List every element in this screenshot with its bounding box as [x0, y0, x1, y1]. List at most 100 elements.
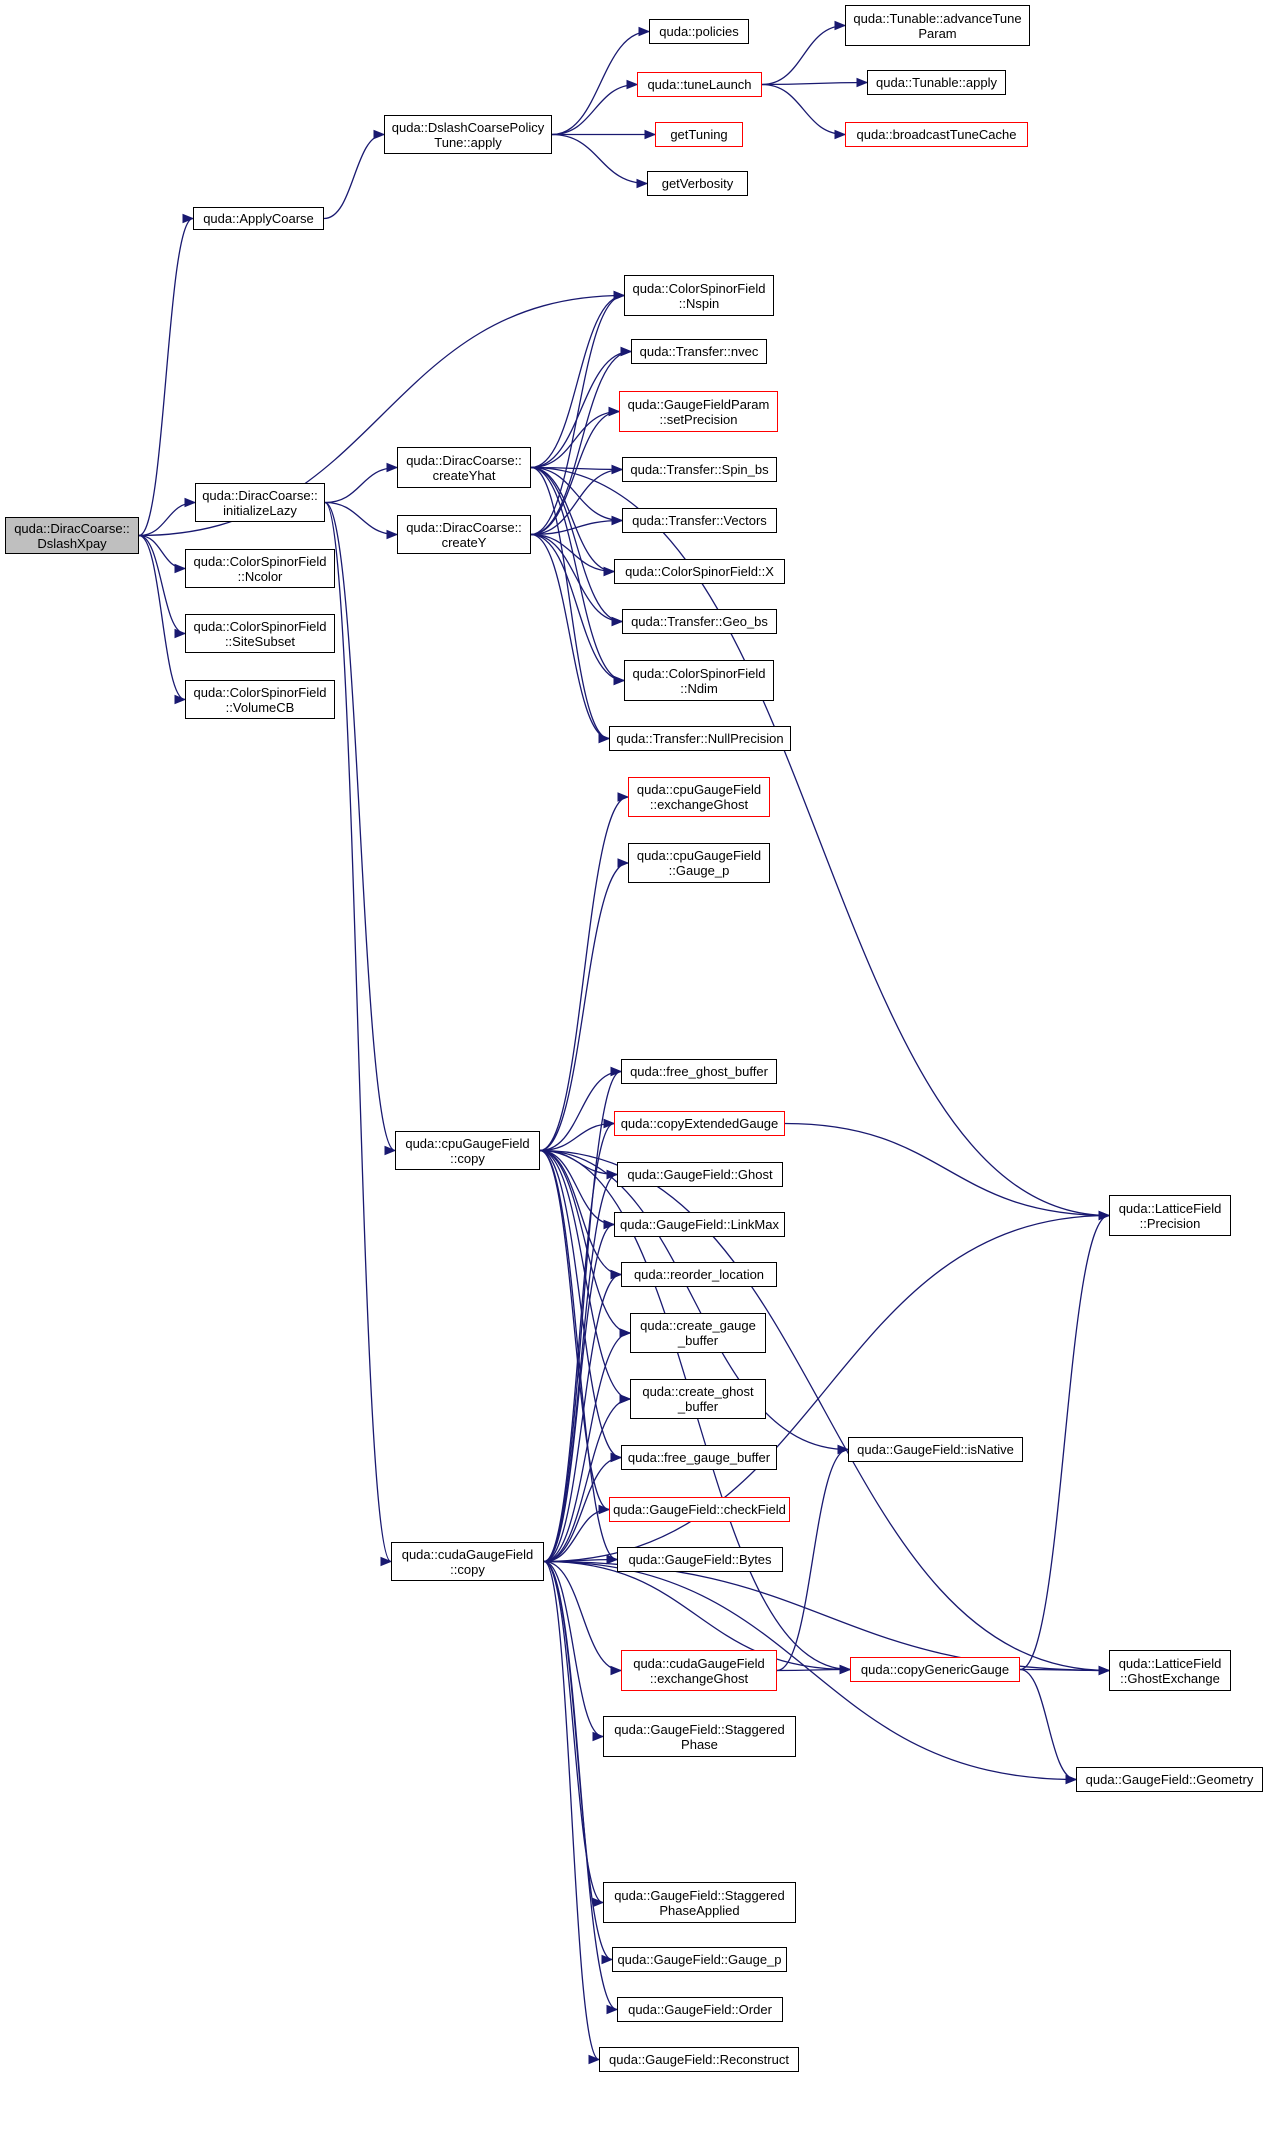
edge-root-to-csfNcolor: [138, 534, 186, 569]
node-csfNdim[interactable]: quda::ColorSpinorField ::Ndim: [624, 660, 774, 701]
node-freeGhostBuffer[interactable]: quda::free_ghost_buffer: [621, 1059, 777, 1084]
edge-policyTuneApply-to-policies: [551, 32, 649, 136]
node-applyCoarse[interactable]: quda::ApplyCoarse: [193, 207, 324, 230]
edge-initializeLazy-to-cpuCopy: [324, 501, 396, 1151]
edge-createY-to-csfX: [530, 533, 614, 572]
node-advanceTuneParam[interactable]: quda::Tunable::advanceTune Param: [845, 5, 1030, 46]
node-gfCheckField[interactable]: quda::GaugeField::checkField: [609, 1497, 790, 1522]
node-reorderLocation[interactable]: quda::reorder_location: [621, 1262, 777, 1287]
node-initializeLazy[interactable]: quda::DiracCoarse:: initializeLazy: [195, 483, 325, 522]
node-transferSpinBs[interactable]: quda::Transfer::Spin_bs: [622, 457, 777, 482]
node-policies[interactable]: quda::policies: [649, 19, 749, 44]
edge-createYhat-to-csfX: [530, 466, 614, 572]
edge-cpuCopy-to-cpuExchangeGhost: [539, 797, 629, 1152]
node-gfpSetPrecision[interactable]: quda::GaugeFieldParam ::setPrecision: [619, 391, 778, 432]
edge-policyTuneApply-to-getVerbosity: [551, 133, 647, 184]
edge-cpuCopy-to-createGaugeBuffer: [539, 1149, 631, 1334]
edge-cudaCopy-to-cudaExchangeGhost: [543, 1560, 622, 1671]
edge-createY-to-gfpSetPrecision: [530, 412, 619, 536]
edge-copyGenericGauge-to-lfPrecision: [1019, 1216, 1110, 1671]
node-root[interactable]: quda::DiracCoarse:: DslashXpay: [5, 517, 139, 554]
node-transferNvec[interactable]: quda::Transfer::nvec: [631, 339, 767, 364]
edge-cudaCopy-to-reorderLocation: [543, 1275, 622, 1563]
edge-createY-to-transferSpinBs: [530, 470, 622, 536]
node-createGaugeBuffer[interactable]: quda::create_gauge _buffer: [630, 1313, 766, 1353]
node-createGhostBuffer[interactable]: quda::create_ghost _buffer: [630, 1379, 766, 1419]
edge-cudaCopy-to-gfOrder: [543, 1560, 618, 2010]
node-tuneLaunch[interactable]: quda::tuneLaunch: [637, 72, 762, 97]
edge-cudaCopy-to-createGaugeBuffer: [543, 1333, 631, 1563]
edge-cpuCopy-to-freeGhostBuffer: [539, 1072, 621, 1152]
node-gfReconstruct[interactable]: quda::GaugeField::Reconstruct: [599, 2047, 799, 2072]
edge-cudaCopy-to-gfStaggeredPhaseApplied: [543, 1560, 604, 1903]
node-getVerbosity[interactable]: getVerbosity: [647, 171, 748, 196]
node-transferNullPrecision[interactable]: quda::Transfer::NullPrecision: [609, 726, 791, 751]
node-freeGaugeBuffer[interactable]: quda::free_gauge_buffer: [621, 1445, 777, 1470]
node-getTuning[interactable]: getTuning: [655, 122, 743, 147]
edge-createYhat-to-transferNullPrecision: [530, 466, 610, 739]
node-gfLinkMax[interactable]: quda::GaugeField::LinkMax: [614, 1212, 785, 1237]
node-cpuGaugeP[interactable]: quda::cpuGaugeField ::Gauge_p: [628, 843, 770, 883]
node-gfIsNative[interactable]: quda::GaugeField::isNative: [848, 1437, 1023, 1462]
edge-tuneLaunch-to-tunableApply: [761, 83, 867, 85]
edge-cudaCopy-to-freeGaugeBuffer: [543, 1458, 621, 1563]
node-gfGaugeP[interactable]: quda::GaugeField::Gauge_p: [612, 1947, 787, 1972]
node-gfStaggeredPhase[interactable]: quda::GaugeField::Staggered Phase: [603, 1716, 796, 1757]
node-copyExtendedGauge[interactable]: quda::copyExtendedGauge: [614, 1111, 785, 1136]
node-gfGhost[interactable]: quda::GaugeField::Ghost: [617, 1162, 783, 1187]
node-transferVectors[interactable]: quda::Transfer::Vectors: [622, 508, 777, 533]
edge-cudaCopy-to-copyExtendedGauge: [543, 1124, 615, 1563]
edge-root-to-csfVolumeCB: [138, 534, 186, 700]
node-cudaExchangeGhost[interactable]: quda::cudaGaugeField ::exchangeGhost: [621, 1650, 777, 1691]
node-copyGenericGauge[interactable]: quda::copyGenericGauge: [850, 1657, 1020, 1682]
node-csfNspin[interactable]: quda::ColorSpinorField ::Nspin: [624, 275, 774, 316]
edge-cudaExchangeGhost-to-copyGenericGauge: [776, 1670, 850, 1671]
node-transferGeoBs[interactable]: quda::Transfer::Geo_bs: [622, 609, 777, 634]
edge-cudaCopy-to-gfLinkMax: [543, 1225, 615, 1563]
edge-cpuCopy-to-cpuGaugeP: [539, 863, 629, 1152]
edge-createYhat-to-transferGeoBs: [530, 466, 622, 622]
node-csfSiteSubset[interactable]: quda::ColorSpinorField ::SiteSubset: [185, 614, 335, 653]
edge-tuneLaunch-to-broadcastTuneCache: [761, 83, 845, 135]
edge-copyGenericGauge-to-gfGeometry: [1019, 1668, 1077, 1780]
edge-initializeLazy-to-cudaCopy: [324, 501, 392, 1562]
node-gfBytes[interactable]: quda::GaugeField::Bytes: [617, 1547, 783, 1572]
edge-root-to-csfSiteSubset: [138, 534, 186, 634]
node-tunableApply[interactable]: quda::Tunable::apply: [867, 70, 1006, 95]
edge-initializeLazy-to-createYhat: [324, 468, 397, 504]
node-createY[interactable]: quda::DiracCoarse:: createY: [397, 515, 531, 554]
edge-root-to-initializeLazy: [138, 503, 195, 537]
node-cudaCopy[interactable]: quda::cudaGaugeField ::copy: [391, 1542, 544, 1581]
node-lfGhostExchange[interactable]: quda::LatticeField ::GhostExchange: [1109, 1650, 1231, 1691]
node-policyTuneApply[interactable]: quda::DslashCoarsePolicy Tune::apply: [384, 115, 552, 154]
node-cpuCopy[interactable]: quda::cpuGaugeField ::copy: [395, 1131, 540, 1170]
edge-cpuCopy-to-freeGaugeBuffer: [539, 1149, 622, 1458]
edge-createY-to-transferVectors: [530, 521, 622, 536]
edge-createY-to-csfNspin: [530, 296, 625, 536]
edge-copyGenericGauge-to-lfGhostExchange: [1019, 1670, 1109, 1671]
edge-createY-to-csfNdim: [530, 533, 624, 681]
edge-cpuCopy-to-gfCheckField: [539, 1149, 610, 1510]
edge-initializeLazy-to-createY: [324, 501, 397, 535]
edge-policyTuneApply-to-tuneLaunch: [551, 85, 637, 136]
node-createYhat[interactable]: quda::DiracCoarse:: createYhat: [397, 447, 531, 488]
node-gfStaggeredPhaseApplied[interactable]: quda::GaugeField::Staggered PhaseApplied: [603, 1882, 796, 1923]
node-csfX[interactable]: quda::ColorSpinorField::X: [614, 559, 785, 584]
node-csfVolumeCB[interactable]: quda::ColorSpinorField ::VolumeCB: [185, 680, 335, 719]
edge-createY-to-transferNullPrecision: [530, 533, 610, 739]
edge-cudaCopy-to-gfReconstruct: [543, 1560, 600, 2060]
node-broadcastTuneCache[interactable]: quda::broadcastTuneCache: [845, 122, 1028, 147]
node-csfNcolor[interactable]: quda::ColorSpinorField ::Ncolor: [185, 549, 335, 588]
node-cpuExchangeGhost[interactable]: quda::cpuGaugeField ::exchangeGhost: [628, 777, 770, 817]
node-gfGeometry[interactable]: quda::GaugeField::Geometry: [1076, 1767, 1263, 1792]
edge-cudaCopy-to-gfStaggeredPhase: [543, 1560, 604, 1737]
node-gfOrder[interactable]: quda::GaugeField::Order: [617, 1997, 783, 2022]
edge-tuneLaunch-to-advanceTuneParam: [761, 26, 845, 86]
node-lfPrecision[interactable]: quda::LatticeField ::Precision: [1109, 1195, 1231, 1236]
edge-cpuCopy-to-copyExtendedGauge: [539, 1124, 614, 1152]
edge-root-to-csfNspin: [138, 296, 624, 537]
edge-createYhat-to-csfNdim: [530, 466, 625, 681]
edge-createYhat-to-transferNvec: [530, 352, 631, 469]
